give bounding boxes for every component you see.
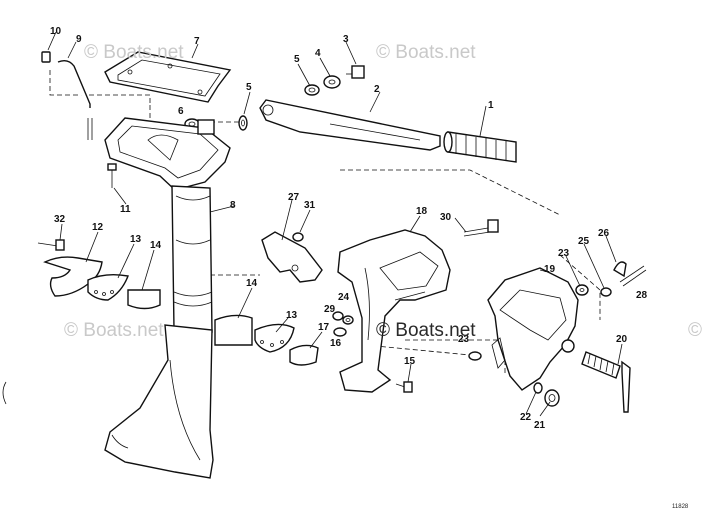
drawing-code: 11828 [672, 504, 689, 510]
part-mount-lower [214, 314, 253, 346]
part-stern-bracket [487, 267, 579, 391]
callout-11: 11 [120, 204, 131, 215]
part-clamp-screw [581, 351, 631, 413]
callout-1: 1 [488, 100, 494, 111]
part-screw-column [107, 163, 117, 188]
part-mount-upper [127, 289, 161, 310]
part-spring-clip [613, 261, 627, 278]
callout-14-upper: 14 [150, 240, 162, 251]
callout-16: 16 [330, 338, 342, 349]
part-tiller-washer-5 [304, 84, 320, 96]
callout-13-upper: 13 [130, 234, 142, 245]
part-washer-25 [600, 287, 612, 297]
part-steering-column [171, 185, 213, 333]
part-shift-rod [57, 59, 93, 140]
part-clamp-nut [544, 389, 560, 407]
callout-9: 9 [76, 34, 82, 45]
watermark-center: © Boats.net [376, 320, 476, 341]
callout-26: 26 [598, 228, 610, 239]
scan-edge-mark [2, 381, 7, 405]
part-nut-29 [332, 311, 344, 321]
callout-13-lower: 13 [286, 310, 298, 321]
part-bracket-plate [261, 231, 323, 283]
callout-24: 24 [338, 292, 350, 303]
part-nut [41, 51, 51, 63]
part-steering-head [104, 117, 231, 191]
part-washer-23-mid [468, 351, 482, 361]
callout-14-lower: 14 [246, 278, 258, 289]
callout-21: 21 [534, 420, 546, 431]
part-cover-plate [104, 51, 232, 103]
part-washer-16 [333, 327, 347, 337]
callout-3: 3 [343, 34, 349, 45]
part-bearing-upper [87, 273, 129, 301]
part-tiller-washer-4 [323, 75, 341, 89]
callout-20: 20 [616, 334, 628, 345]
part-tiller-grip [443, 131, 517, 163]
part-washer-23-top [575, 284, 589, 296]
callout-30: 30 [440, 212, 452, 223]
callout-4: 4 [315, 48, 321, 59]
callout-25: 25 [578, 236, 590, 247]
callout-5-upper: 5 [294, 54, 300, 65]
callout-labels: 1 2 3 4 5 5 6 7 8 9 10 11 12 13 13 14 14… [50, 26, 648, 431]
part-bearing-lower [254, 323, 295, 353]
callout-29: 29 [324, 304, 336, 315]
part-bolt-clamp [37, 239, 65, 251]
callout-32: 32 [54, 214, 66, 225]
part-bolt-15 [395, 381, 413, 393]
callout-12: 12 [92, 222, 104, 233]
callout-8: 8 [230, 200, 236, 211]
callout-2: 2 [374, 84, 380, 95]
callout-6: 6 [178, 106, 184, 117]
callout-23-upper: 23 [558, 248, 570, 259]
watermark-mid-left: © Boats.net [64, 320, 164, 341]
part-exhaust-housing [104, 324, 214, 479]
callout-leaders [47, 31, 623, 417]
part-long-bolt [463, 219, 499, 237]
callout-23-lower: 23 [458, 334, 470, 345]
part-pin-small [292, 232, 304, 242]
part-pivot-pin [619, 265, 647, 287]
watermark-top-left: © Boats.net [84, 42, 184, 63]
callout-28: 28 [636, 290, 648, 301]
part-clamp-upper [43, 256, 103, 297]
callout-27: 27 [288, 192, 300, 203]
callout-7: 7 [194, 36, 200, 47]
part-clamp-pad [533, 382, 543, 394]
callout-18: 18 [416, 206, 428, 217]
part-retainer [289, 344, 319, 366]
part-tiller-bolt [346, 65, 365, 79]
watermark-top-right: © Boats.net [376, 42, 476, 63]
callout-10: 10 [50, 26, 62, 37]
callout-31: 31 [304, 200, 316, 211]
callout-22: 22 [520, 412, 532, 423]
part-swivel-bracket [337, 229, 451, 393]
part-tiller-arm [259, 99, 441, 151]
watermark-layer: © Boats.net © Boats.net © Boats.net © Bo… [64, 42, 707, 341]
callout-5-lower: 5 [246, 82, 252, 93]
callout-15: 15 [404, 356, 416, 367]
part-washer-left [238, 115, 248, 131]
callout-19: 19 [544, 264, 556, 275]
callout-17: 17 [318, 322, 330, 333]
part-nut-24 [342, 315, 354, 325]
watermark-right-edge: © Boats.net [688, 320, 707, 341]
